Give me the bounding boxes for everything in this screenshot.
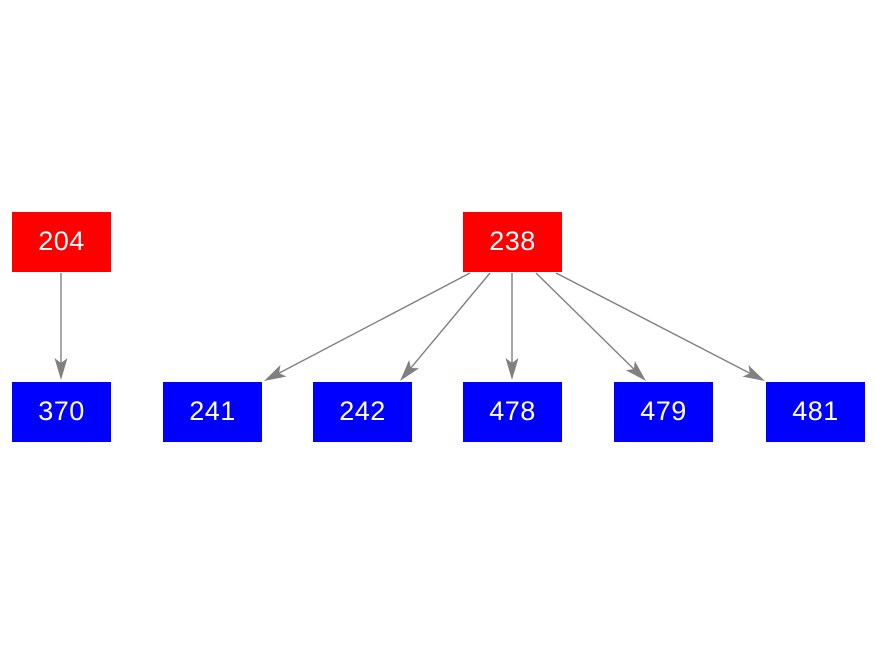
node-label: 478 <box>489 395 536 426</box>
edge-line-238-242 <box>410 272 491 369</box>
node-label: 238 <box>489 225 536 256</box>
node-label: 481 <box>792 395 839 426</box>
graph-node-479[interactable]: 479 <box>614 382 713 442</box>
node-label: 242 <box>339 395 386 426</box>
graph-node-238[interactable]: 238 <box>463 212 562 272</box>
graph-node-481[interactable]: 481 <box>766 382 865 442</box>
node-label: 241 <box>189 395 236 426</box>
node-label: 370 <box>38 395 85 426</box>
graph-node-478[interactable]: 478 <box>463 382 562 442</box>
arrowhead-238-478 <box>505 358 519 380</box>
arrowhead-238-481 <box>742 365 765 381</box>
graph-node-370[interactable]: 370 <box>12 382 111 442</box>
edge-line-238-479 <box>535 272 635 370</box>
node-label: 204 <box>38 225 85 256</box>
graph-node-242[interactable]: 242 <box>313 382 412 442</box>
graph-node-241[interactable]: 241 <box>163 382 262 442</box>
arrowhead-204-370 <box>54 358 68 380</box>
arrowhead-238-479 <box>625 360 646 381</box>
graph-node-204[interactable]: 204 <box>12 212 111 272</box>
node-label: 479 <box>640 395 687 426</box>
edge-line-238-241 <box>278 272 471 374</box>
arrowhead-238-242 <box>400 359 420 381</box>
edge-line-238-481 <box>555 272 751 374</box>
arrowhead-238-241 <box>264 365 287 381</box>
